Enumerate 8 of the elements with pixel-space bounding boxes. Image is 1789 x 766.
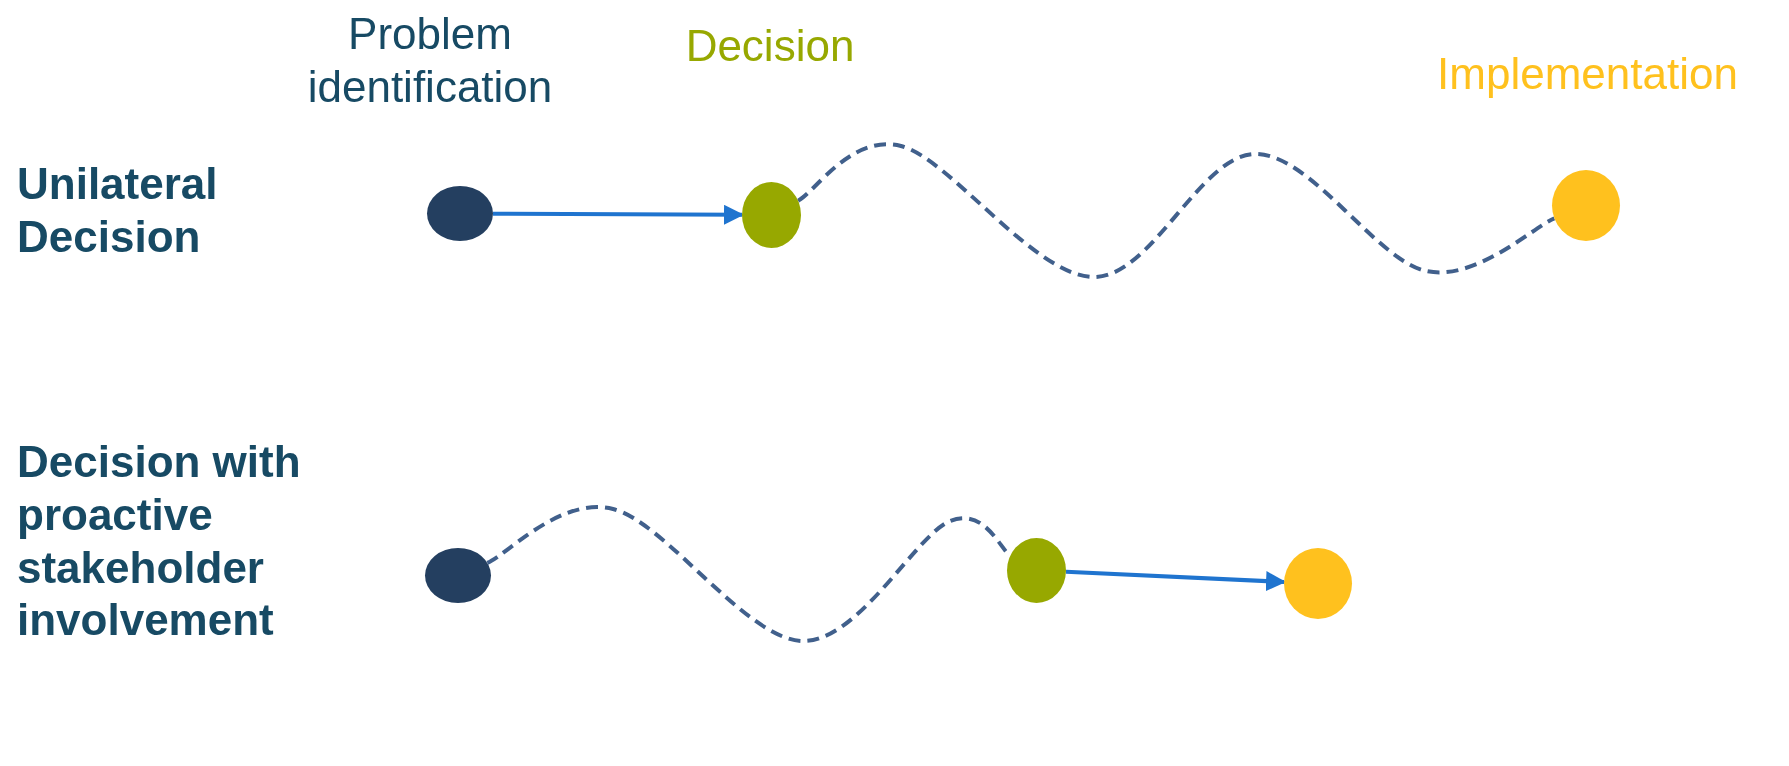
circle-node (425, 548, 491, 603)
arrow (493, 204, 744, 225)
column-heading: Decision (684, 20, 856, 72)
column-heading: Problem identification (306, 8, 554, 113)
wavy-dashed-line (796, 142, 1556, 279)
row-heading: Unilateral Decision (17, 158, 219, 263)
column-heading: Implementation (1436, 48, 1739, 100)
row-heading: Decision with proactive stakeholder involvement (17, 436, 302, 647)
